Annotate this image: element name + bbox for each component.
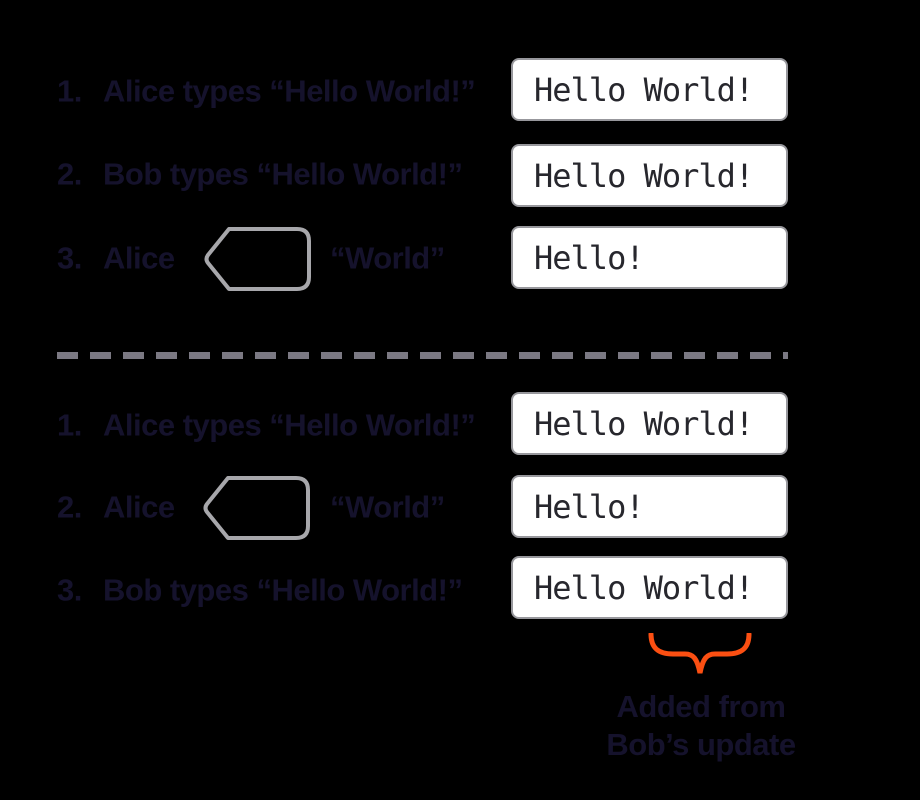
section-divider <box>57 352 788 359</box>
step-number: 1. <box>57 73 82 109</box>
document-box: Hello World! <box>511 144 788 207</box>
step-label: Bob types “Hello World!” <box>103 156 463 192</box>
backspace-key-icon <box>204 227 311 291</box>
step-label: Alice types “Hello World!” <box>103 73 476 109</box>
step-number: 2. <box>57 489 82 525</box>
annotation-caption: Added from Bob’s update <box>606 688 796 764</box>
step-number: 2. <box>57 156 82 192</box>
step-number: 3. <box>57 572 82 608</box>
document-text: Hello! <box>534 238 645 277</box>
document-box: Hello World! <box>511 556 788 619</box>
underbrace-icon <box>648 633 752 674</box>
annotation-line-2: Bob’s update <box>606 727 796 762</box>
document-text: Hello! <box>534 487 645 526</box>
document-text: Hello World! <box>534 568 754 607</box>
document-box: Hello! <box>511 226 788 289</box>
step-label: Alice types “Hello World!” <box>103 407 476 443</box>
annotation-line-1: Added from <box>616 689 786 724</box>
document-box: Hello! <box>511 475 788 538</box>
actor-label: Alice <box>103 240 175 276</box>
document-text: Hello World! <box>534 156 754 195</box>
document-box: Hello World! <box>511 58 788 121</box>
document-text: Hello World! <box>534 70 754 109</box>
step-number: 3. <box>57 240 82 276</box>
actor-label: Alice <box>103 489 175 525</box>
document-box: Hello World! <box>511 392 788 455</box>
backspace-key-icon <box>203 476 310 540</box>
step-label: Bob types “Hello World!” <box>103 572 463 608</box>
step-number: 1. <box>57 407 82 443</box>
deleted-word-label: “World” <box>330 240 445 276</box>
document-text: Hello World! <box>534 404 754 443</box>
deleted-word-label: “World” <box>330 489 445 525</box>
